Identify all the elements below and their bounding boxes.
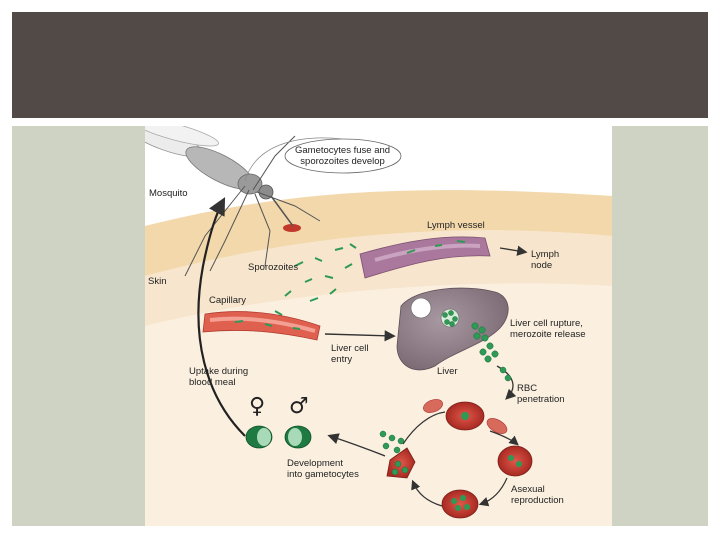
- liver-organ: [396, 287, 509, 371]
- female-symbol: ♀: [249, 394, 266, 419]
- rbc-infected-2: [497, 445, 533, 477]
- bite-site: [283, 224, 301, 232]
- label-mosquito: Mosquito: [149, 188, 188, 199]
- capillary-vessel: [202, 311, 321, 341]
- sporozoites-cluster: [274, 243, 357, 325]
- uptake-arrow: [197, 197, 246, 437]
- label-lymph-vessel: Lymph vessel: [427, 220, 485, 231]
- mosquito-illustration: [145, 126, 321, 277]
- label-lymph-node: Lymph node: [531, 249, 560, 271]
- label-liver: Liver: [437, 366, 458, 377]
- label-asexual: Asexual reproduction: [511, 484, 564, 506]
- label-uptake: Uptake during blood meal: [189, 366, 249, 388]
- rbc-infected-3: [441, 489, 479, 519]
- rbc-cycle: [379, 399, 533, 519]
- lymph-vessel: [359, 236, 528, 279]
- label-skin: Skin: [148, 276, 167, 287]
- label-liver-entry: Liver cell entry: [331, 343, 369, 365]
- life-cycle-diagram: [145, 126, 612, 526]
- slide-title-bar: [12, 12, 708, 118]
- male-symbol: ♂: [289, 394, 309, 419]
- label-gametocytes-fuse: Gametocytes fuse and sporozoites develop: [295, 145, 391, 167]
- malaria-life-cycle-figure: Gametocytes fuse and sporozoites develop…: [145, 126, 612, 526]
- label-sporozoites: Sporozoites: [248, 262, 299, 273]
- label-capillary: Capillary: [209, 295, 246, 306]
- gametocytes: [245, 425, 312, 449]
- label-rbc-penetration: RBC penetration: [517, 383, 565, 405]
- label-development: Development into gametocytes: [287, 458, 359, 480]
- label-liver-rupture: Liver cell rupture, merozoite release: [510, 318, 586, 340]
